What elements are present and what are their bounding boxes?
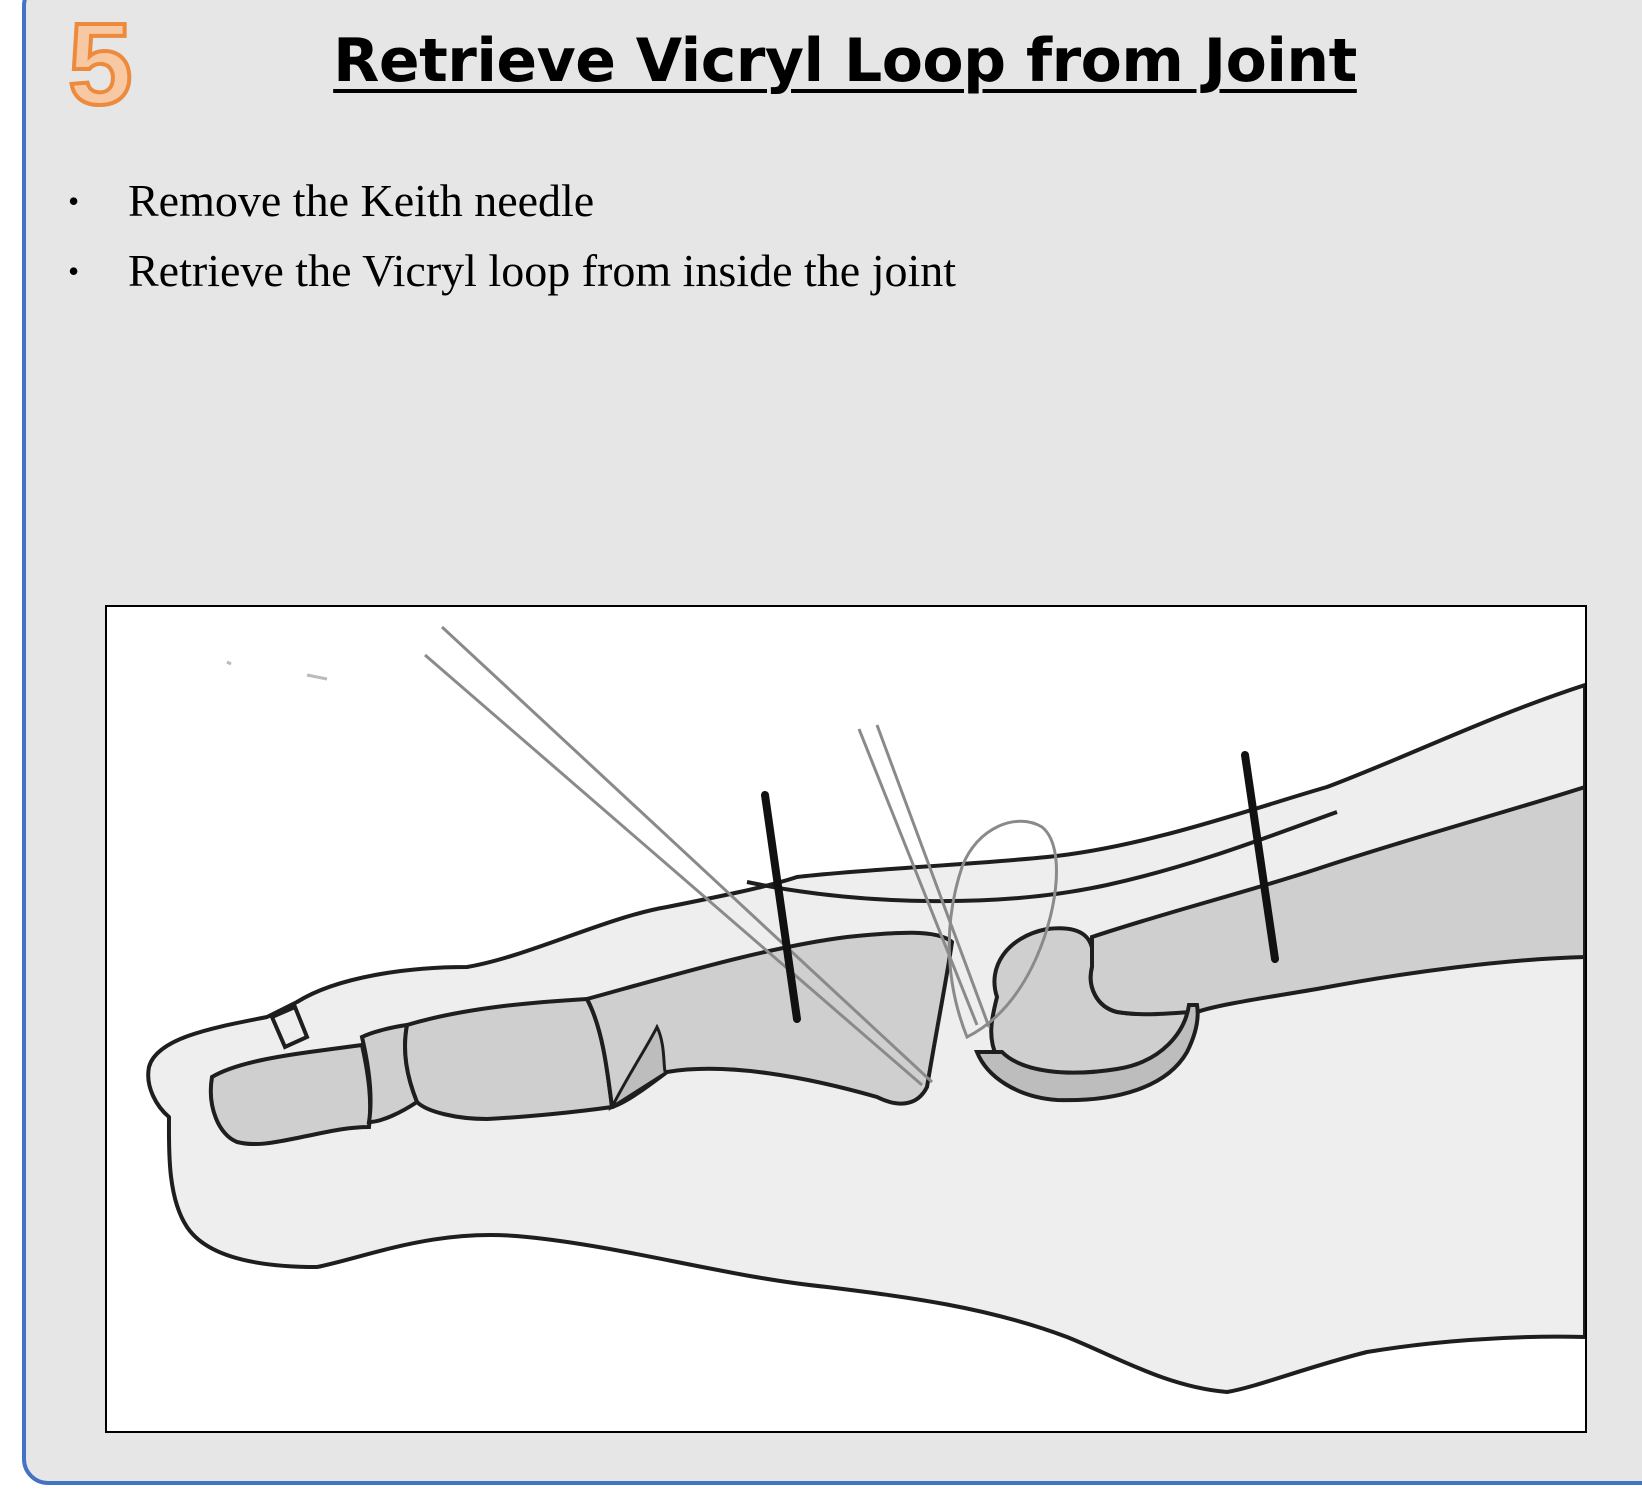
toe-joint-illustration (107, 607, 1585, 1431)
bullet-icon: • (68, 170, 79, 232)
page-title: Retrieve Vicryl Loop from Joint (300, 28, 1390, 94)
list-item: • Remove the Keith needle (62, 170, 956, 240)
bullet-icon: • (68, 240, 79, 302)
toe-illustration-frame (105, 605, 1587, 1433)
instruction-text: Retrieve the Vicryl loop from inside the… (128, 245, 956, 296)
instruction-text: Remove the Keith needle (128, 175, 594, 226)
step-number: 5 (68, 6, 133, 122)
instruction-list: • Remove the Keith needle • Retrieve the… (62, 170, 956, 310)
stray-mark (227, 662, 327, 679)
proximal-phalanx (405, 999, 612, 1119)
list-item: • Retrieve the Vicryl loop from inside t… (62, 240, 956, 310)
